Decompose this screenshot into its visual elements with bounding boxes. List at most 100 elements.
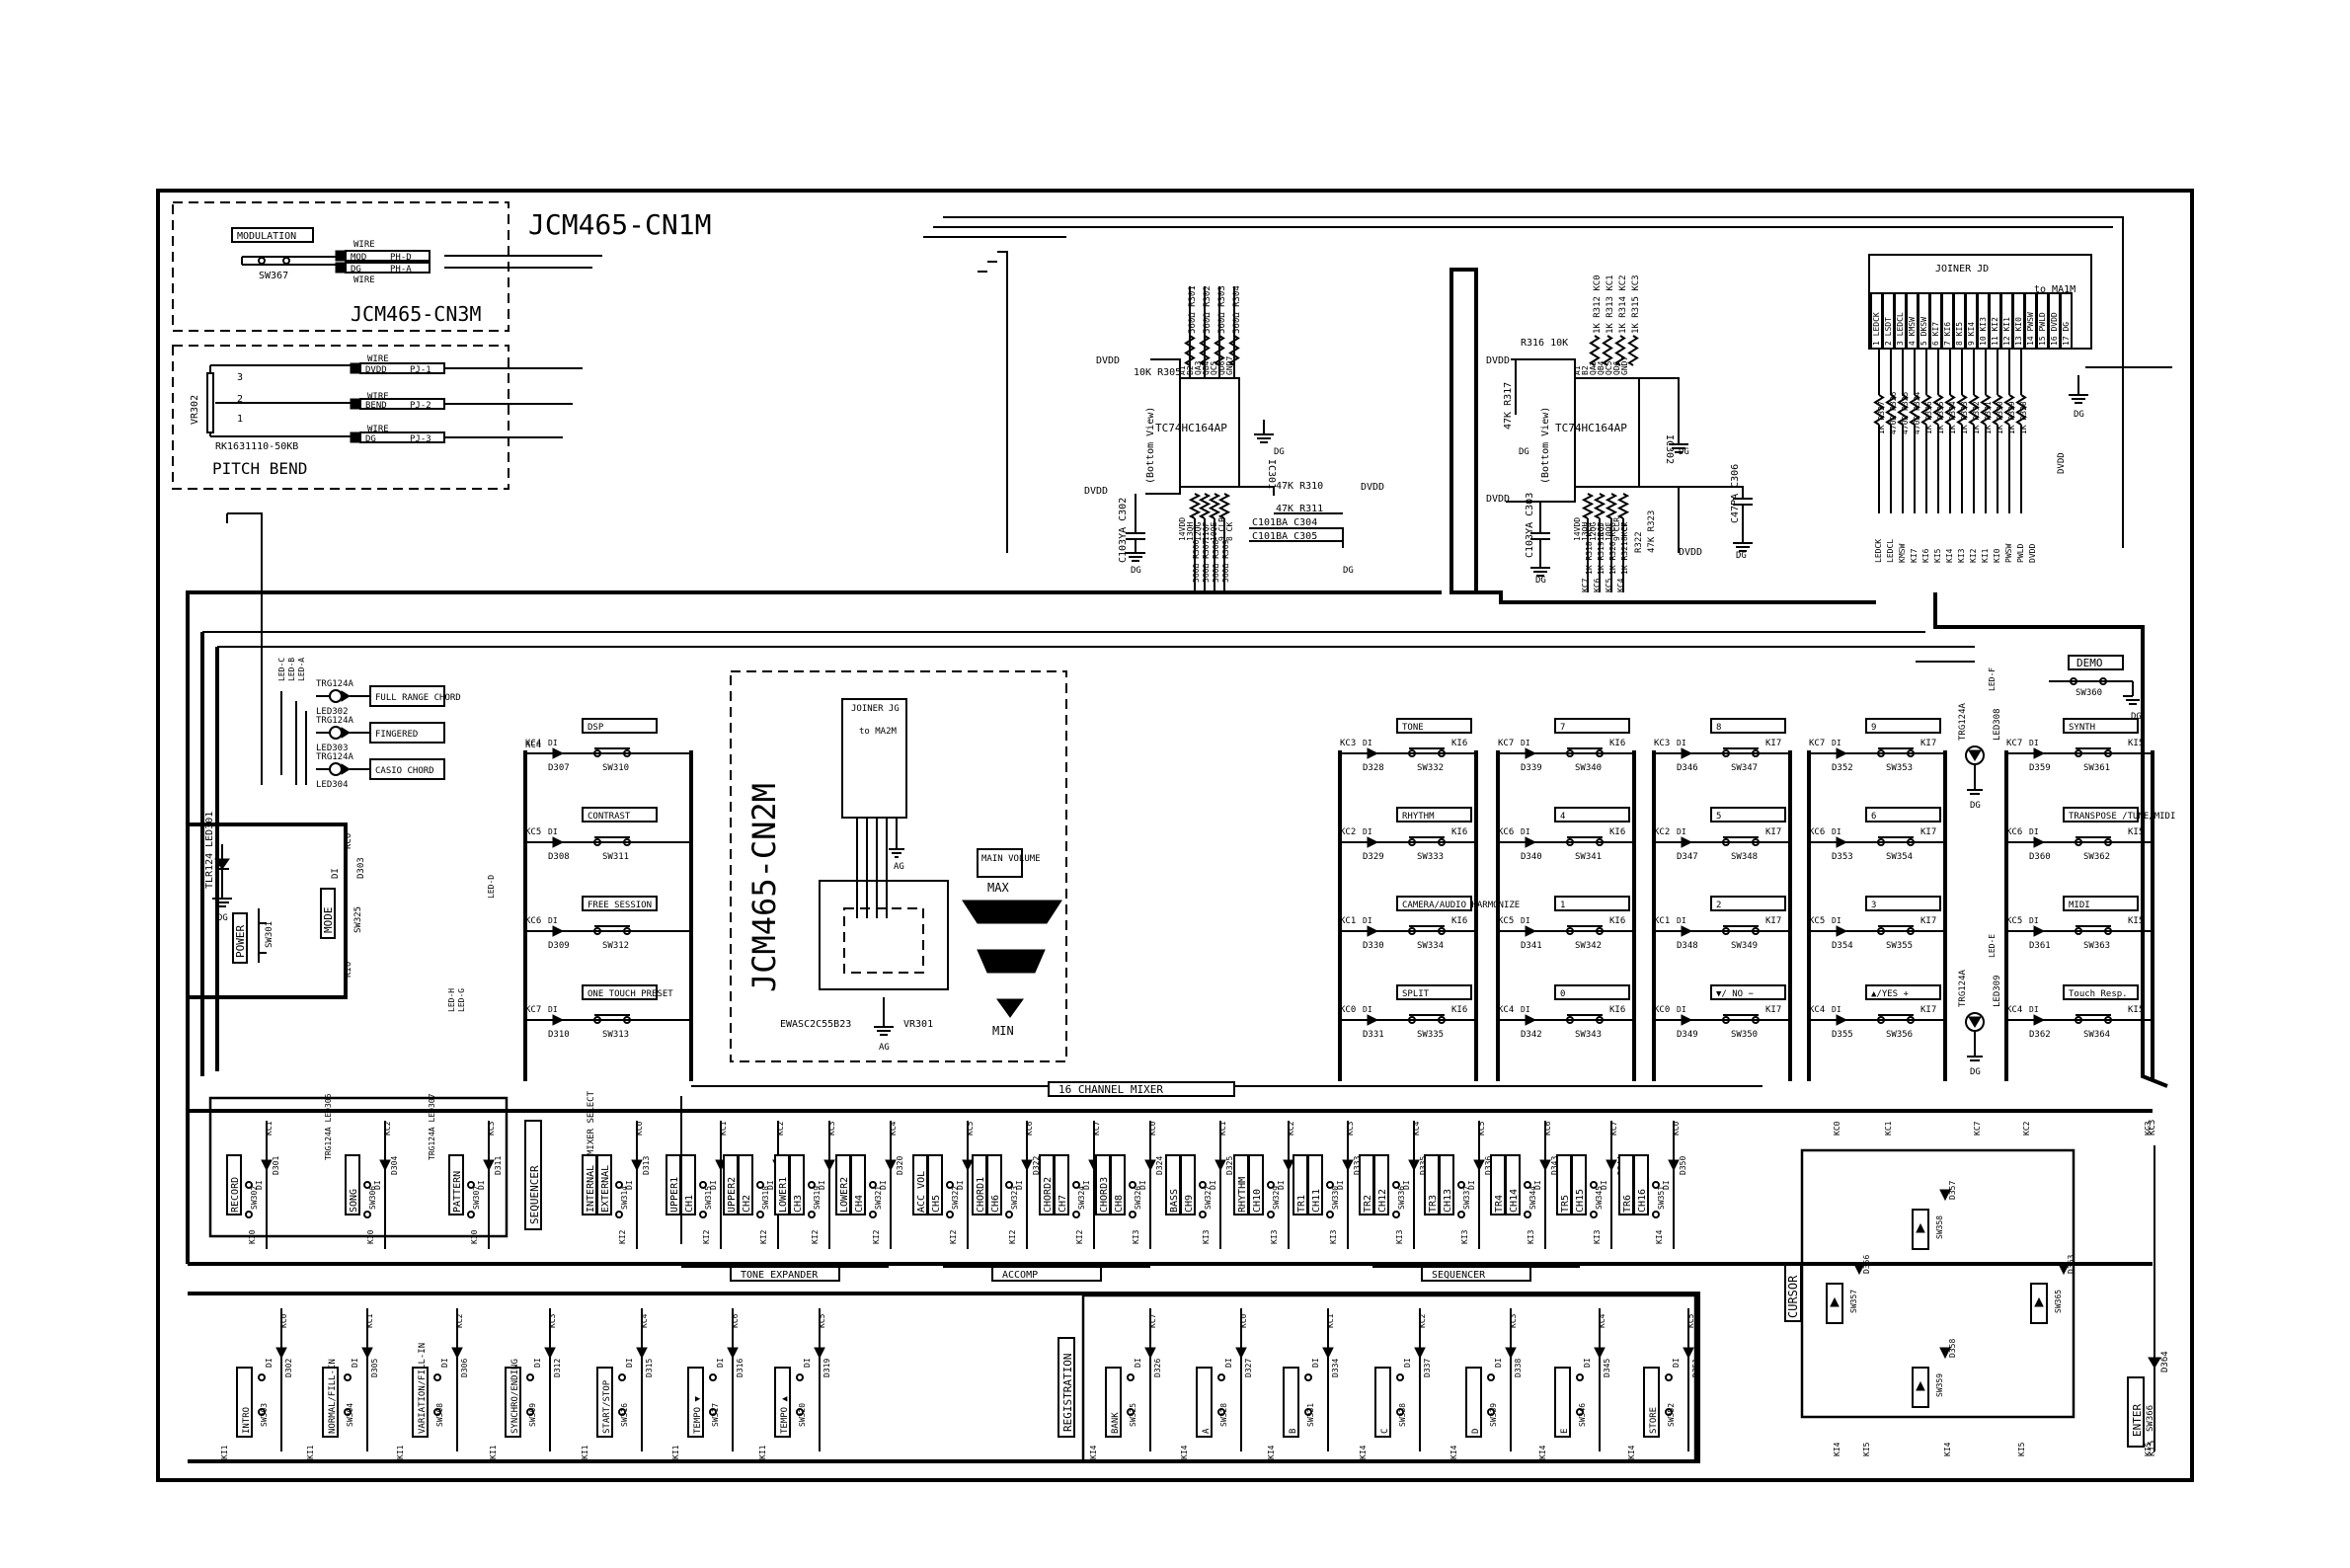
jd-bottom-label: KI4 bbox=[1945, 548, 1954, 563]
row2-button[interactable] bbox=[505, 1367, 521, 1438]
key-label-box[interactable] bbox=[1396, 896, 1472, 911]
led-part: TRG124A bbox=[1958, 969, 1968, 1007]
key-label-box[interactable] bbox=[1554, 718, 1630, 734]
row1-button[interactable] bbox=[448, 1154, 464, 1215]
key-label-box[interactable] bbox=[1710, 984, 1786, 1000]
row2-button[interactable] bbox=[687, 1367, 704, 1438]
key-ki: KI6 bbox=[1609, 916, 1625, 926]
switch-contact-icon bbox=[1129, 1211, 1136, 1218]
key-label-box[interactable] bbox=[1554, 984, 1630, 1000]
vr301-ref: VR301 bbox=[903, 1019, 933, 1030]
row2-button[interactable] bbox=[1105, 1367, 1122, 1438]
registration-section-button[interactable] bbox=[1058, 1337, 1075, 1438]
row1-button-alt[interactable] bbox=[774, 1154, 790, 1215]
row1-button-alt[interactable] bbox=[1039, 1154, 1055, 1215]
cursor-arrow-icon bbox=[1916, 1222, 1925, 1233]
key-label-box[interactable] bbox=[1865, 984, 1941, 1000]
row1-button-alt[interactable] bbox=[1233, 1154, 1249, 1215]
row1-button-alt[interactable] bbox=[1165, 1154, 1181, 1215]
row1-ki: KI0 bbox=[248, 1229, 257, 1244]
power-button[interactable] bbox=[232, 912, 248, 964]
key-label-box[interactable] bbox=[2063, 984, 2139, 1000]
row1-button-alt[interactable] bbox=[1556, 1154, 1572, 1215]
enter-button[interactable] bbox=[2127, 1376, 2145, 1448]
row1-button-alt[interactable] bbox=[666, 1154, 681, 1215]
key-diode-ref: D352 bbox=[1832, 763, 1853, 773]
key-label-box[interactable] bbox=[1396, 807, 1472, 823]
switch-contact-icon bbox=[2075, 1016, 2082, 1024]
row1-button-alt[interactable] bbox=[582, 1154, 597, 1215]
mode-button[interactable] bbox=[320, 888, 336, 939]
row1-button-alt[interactable] bbox=[723, 1154, 739, 1215]
ic302-resistor-top bbox=[1602, 335, 1613, 366]
jd-resistor-label: 1K R334 bbox=[1948, 401, 1957, 434]
row2-button[interactable] bbox=[596, 1367, 613, 1438]
row1-button-alt[interactable] bbox=[1490, 1154, 1506, 1215]
row1-button-alt[interactable] bbox=[1424, 1154, 1440, 1215]
diode-icon bbox=[483, 1159, 495, 1172]
row2-button[interactable] bbox=[1643, 1367, 1660, 1438]
key-label-box[interactable] bbox=[1865, 807, 1941, 823]
ic302-resistor-top-label: 1K R315 KC3 bbox=[1631, 274, 1641, 334]
row2-button[interactable] bbox=[1283, 1367, 1299, 1438]
key-label-box[interactable] bbox=[1865, 718, 1941, 734]
ic301-pin-top: QC5 bbox=[1210, 360, 1218, 375]
ic302-pin-top: QB4 bbox=[1597, 360, 1606, 375]
key-label-box[interactable] bbox=[582, 984, 658, 1000]
key-label-box[interactable] bbox=[2063, 718, 2139, 734]
jd-resistor-label: 1K R330 bbox=[1996, 401, 2004, 434]
row2-button[interactable] bbox=[412, 1367, 429, 1438]
row2-button[interactable] bbox=[1554, 1367, 1571, 1438]
row2-button[interactable] bbox=[236, 1367, 253, 1438]
row1-kc: KC3 bbox=[827, 1121, 836, 1136]
sequencer-section-button[interactable] bbox=[524, 1120, 542, 1230]
key-label-box[interactable] bbox=[1554, 896, 1630, 911]
row2-button[interactable] bbox=[1196, 1367, 1213, 1438]
key-label-box[interactable] bbox=[1554, 807, 1630, 823]
key-label-box[interactable] bbox=[2063, 807, 2139, 823]
row2-button[interactable] bbox=[1374, 1367, 1391, 1438]
key-label-box[interactable] bbox=[1710, 896, 1786, 911]
row1-button-alt[interactable] bbox=[835, 1154, 851, 1215]
row1-button-alt[interactable] bbox=[972, 1154, 987, 1215]
switch-contact-icon bbox=[1524, 1211, 1531, 1218]
row2-button[interactable] bbox=[1465, 1367, 1482, 1438]
cursor-switch: SW358 bbox=[1935, 1215, 1944, 1239]
switch-contact-icon bbox=[593, 838, 601, 846]
key-label-box[interactable] bbox=[1710, 718, 1786, 734]
cursor-label-box[interactable] bbox=[1784, 1263, 1802, 1322]
row1-button-alt[interactable] bbox=[1292, 1154, 1308, 1215]
row1-group-label: SEQUENCER bbox=[1432, 1270, 1486, 1281]
key-label-box[interactable] bbox=[582, 896, 658, 911]
row2-button[interactable] bbox=[774, 1367, 791, 1438]
row2-kc: KC5 bbox=[818, 1313, 826, 1328]
key-label-box[interactable] bbox=[582, 807, 658, 823]
key-label-box[interactable] bbox=[1710, 807, 1786, 823]
diode-icon bbox=[261, 1159, 273, 1172]
row2-di: DI bbox=[1311, 1358, 1320, 1368]
ic301-resistor-bottom bbox=[1188, 493, 1202, 519]
jd-dvdd: DVDD bbox=[2057, 452, 2067, 474]
key-diode-ref: D308 bbox=[548, 852, 570, 862]
enter-d: D364 bbox=[2160, 1351, 2170, 1372]
key-label-box[interactable] bbox=[1396, 718, 1472, 734]
key-label-box[interactable] bbox=[582, 718, 658, 734]
ic302-pin-bottom: 12QG bbox=[1589, 522, 1598, 541]
led-indicator-label-box bbox=[369, 722, 445, 744]
row1-button-alt[interactable] bbox=[1095, 1154, 1111, 1215]
row1-button[interactable] bbox=[226, 1154, 242, 1215]
row1-button-alt[interactable] bbox=[1359, 1154, 1374, 1215]
row1-button-alt[interactable] bbox=[1618, 1154, 1634, 1215]
row2-button-label: TEMPO ▼ bbox=[693, 1395, 703, 1434]
row2-button-label: SYNCHRO/ENDING bbox=[510, 1359, 520, 1434]
row1-button[interactable] bbox=[345, 1154, 360, 1215]
row2-button[interactable] bbox=[322, 1367, 339, 1438]
jd-resistor-label: 1K R328 bbox=[2019, 401, 2028, 434]
key-label-box[interactable] bbox=[2063, 896, 2139, 911]
key-label-box[interactable] bbox=[1396, 984, 1472, 1000]
key-label-box[interactable] bbox=[1865, 896, 1941, 911]
diode-icon bbox=[1939, 1189, 1951, 1202]
key-label: SYNTH bbox=[2069, 723, 2095, 733]
row1-button-alt[interactable] bbox=[912, 1154, 928, 1215]
